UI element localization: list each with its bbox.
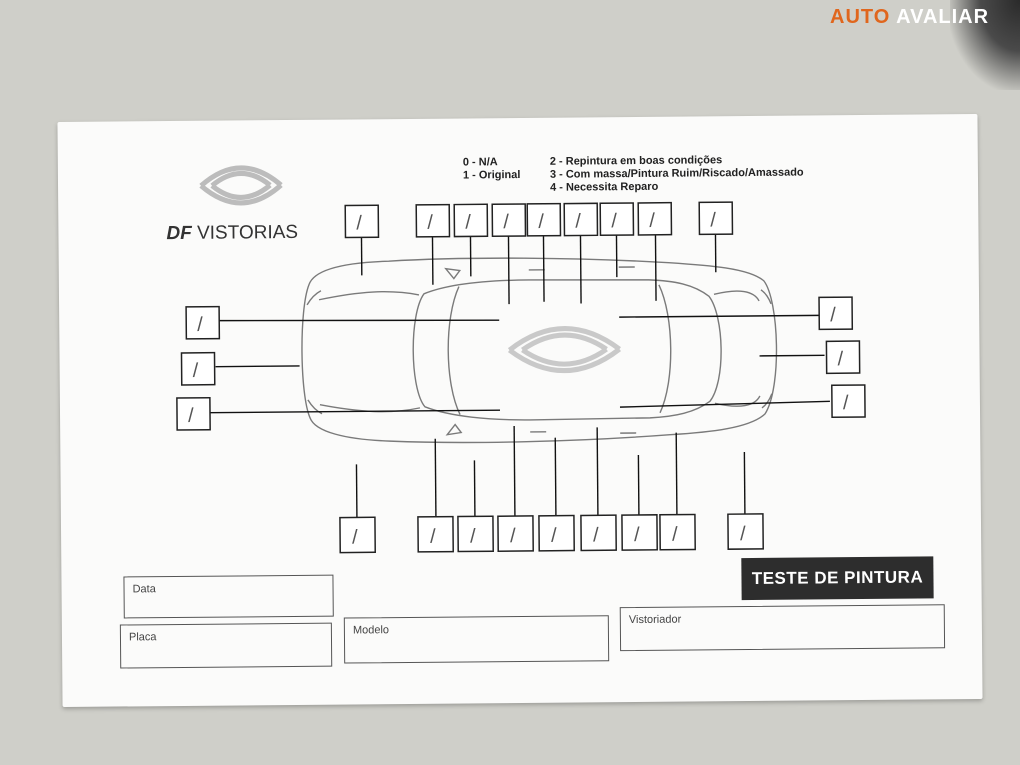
background-shadow — [950, 0, 1020, 90]
roof-logo-icon — [507, 326, 622, 374]
check-box-bottom-9[interactable]: / — [727, 513, 764, 550]
check-box-bottom-3[interactable]: / — [457, 515, 494, 553]
inspector-label: Vistoriador — [628, 613, 682, 627]
df-vistorias-logo-icon — [199, 165, 283, 206]
check-mark: / — [843, 392, 849, 414]
check-mark: / — [740, 523, 746, 545]
check-mark: / — [465, 211, 471, 233]
check-box-right-2[interactable]: / — [825, 340, 861, 375]
check-box-bottom-6[interactable]: / — [580, 514, 617, 552]
check-mark: / — [593, 524, 599, 546]
check-box-top-8[interactable]: / — [637, 201, 673, 236]
check-box-bottom-7[interactable]: / — [621, 514, 658, 551]
check-mark: / — [830, 304, 836, 326]
plate-field[interactable]: Placa — [119, 622, 333, 669]
paint-test-sheet: DF VISTORIAS 0 - N/A 1 - Original 2 - Re… — [57, 113, 983, 708]
autoavaliar-watermark: AUTO AVALIAR — [830, 6, 990, 28]
check-mark: / — [193, 360, 199, 382]
check-mark: / — [575, 210, 581, 232]
check-box-right-3[interactable]: / — [831, 384, 866, 419]
date-label: Data — [132, 583, 156, 596]
check-mark: / — [503, 211, 509, 233]
plate-label: Placa — [128, 631, 157, 644]
check-box-left-2[interactable]: / — [180, 351, 216, 386]
check-mark: / — [634, 524, 640, 546]
check-box-top-9[interactable]: / — [698, 201, 734, 236]
check-mark: / — [430, 526, 436, 548]
check-mark: / — [510, 525, 516, 547]
check-mark: / — [470, 525, 476, 547]
check-mark: / — [611, 210, 617, 232]
check-mark: / — [837, 348, 843, 370]
check-box-bottom-5[interactable]: / — [538, 514, 575, 552]
check-box-top-4[interactable]: / — [491, 203, 527, 237]
check-box-bottom-2[interactable]: / — [417, 515, 454, 553]
leader-lines — [210, 234, 830, 518]
date-field[interactable]: Data — [123, 574, 334, 619]
check-mark: / — [352, 526, 358, 548]
check-box-top-3[interactable]: / — [453, 203, 489, 238]
car-diagram — [210, 234, 830, 518]
check-box-left-3[interactable]: / — [176, 396, 211, 431]
check-box-right-1[interactable]: / — [818, 296, 854, 331]
check-mark: / — [551, 525, 557, 547]
check-box-top-6[interactable]: / — [563, 202, 599, 237]
check-mark: / — [649, 210, 655, 232]
check-box-left-1[interactable]: / — [185, 305, 221, 340]
paint-test-title: TESTE DE PINTURA — [741, 556, 934, 601]
check-mark: / — [538, 211, 544, 233]
check-box-bottom-1[interactable]: / — [339, 516, 376, 554]
check-boxes: / / / / / / / / / / / / / / / / / / / / … — [176, 201, 866, 554]
check-mark: / — [197, 314, 203, 336]
check-box-bottom-8[interactable]: / — [659, 513, 696, 551]
check-mark: / — [427, 212, 433, 234]
inspector-field[interactable]: Vistoriador — [619, 604, 946, 652]
check-mark: / — [710, 209, 716, 231]
check-mark: / — [356, 212, 362, 234]
check-mark: / — [188, 405, 194, 427]
check-box-top-1[interactable]: / — [344, 204, 380, 239]
check-box-top-2[interactable]: / — [415, 203, 451, 238]
check-box-bottom-4[interactable]: / — [497, 515, 534, 552]
model-field[interactable]: Modelo — [343, 615, 610, 664]
check-box-top-5[interactable]: / — [526, 202, 562, 237]
check-mark: / — [672, 524, 678, 546]
check-box-top-7[interactable]: / — [599, 202, 635, 237]
model-label: Modelo — [352, 624, 390, 637]
